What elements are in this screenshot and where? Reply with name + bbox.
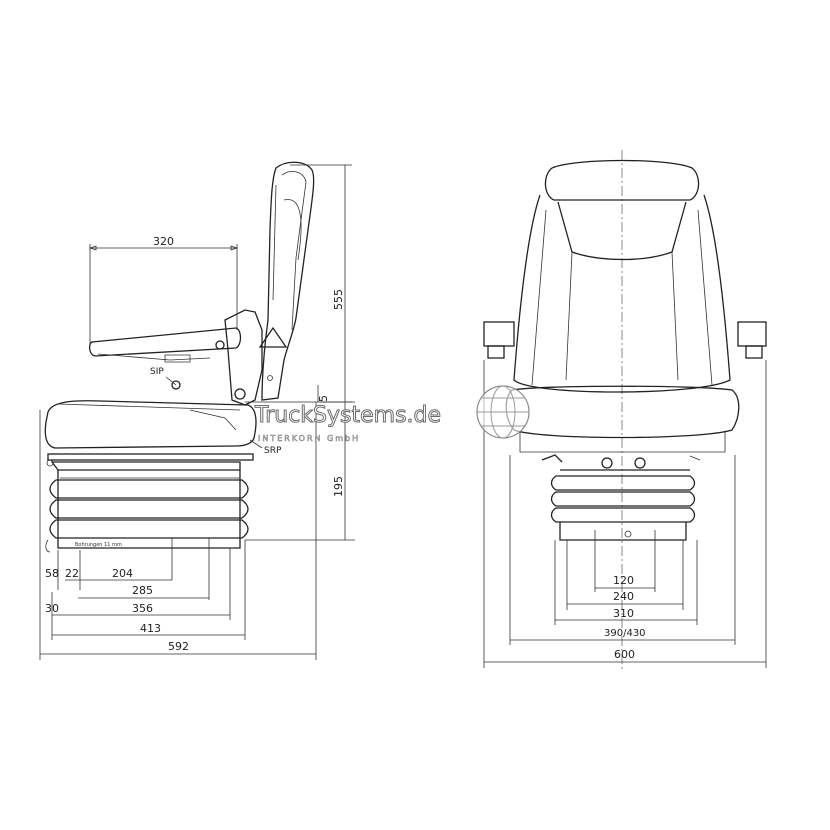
sip-label: SIP: [150, 367, 164, 377]
side-armrest: [88, 327, 242, 357]
svg-text:310: 310: [613, 607, 634, 620]
svg-text:413: 413: [140, 622, 161, 635]
dims-bottom-side: 58 22 204 285 30 356 413 592: [39, 402, 317, 660]
svg-text:356: 356: [132, 602, 153, 615]
front-armrest-right: [737, 321, 767, 347]
front-armrest-left: [483, 321, 515, 347]
dim-320: 320: [88, 235, 239, 345]
holes-note: Bohrungen 11 mm: [75, 542, 122, 548]
front-cushion: [505, 385, 740, 439]
svg-text:555: 555: [332, 289, 345, 310]
front-bellows: [550, 469, 696, 541]
watermark: TruckSystems.de INTERKORN GmbH: [254, 385, 530, 443]
dim-555: 555: [290, 164, 352, 403]
backrest-emblem: [258, 326, 288, 348]
srp-label: SRP: [264, 446, 282, 456]
front-backrest: [513, 194, 731, 393]
svg-text:320: 320: [153, 235, 174, 248]
svg-text:195: 195: [332, 476, 345, 497]
dim-195: 195: [245, 401, 355, 541]
side-view: Bohrungen 11 mm SIP SRP 320 555 5: [39, 161, 355, 660]
svg-text:5: 5: [317, 395, 330, 402]
svg-text:600: 600: [614, 648, 635, 661]
svg-text:204: 204: [112, 567, 133, 580]
svg-text:240: 240: [613, 590, 634, 603]
svg-text:592: 592: [168, 640, 189, 653]
svg-text:285: 285: [132, 584, 153, 597]
side-rail: [47, 453, 254, 461]
front-headrest: [544, 159, 700, 201]
svg-text:58: 58: [45, 567, 59, 580]
watermark-brand: TruckSystems.de: [254, 403, 441, 428]
dim-5: 5: [317, 385, 330, 402]
watermark-sub: INTERKORN GmbH: [258, 434, 360, 443]
svg-text:22: 22: [65, 567, 79, 580]
svg-text:120: 120: [613, 574, 634, 587]
svg-text:390/430: 390/430: [604, 628, 646, 639]
side-backrest: [261, 161, 315, 401]
side-bellows: [45, 470, 249, 553]
side-cushion: [44, 400, 257, 449]
